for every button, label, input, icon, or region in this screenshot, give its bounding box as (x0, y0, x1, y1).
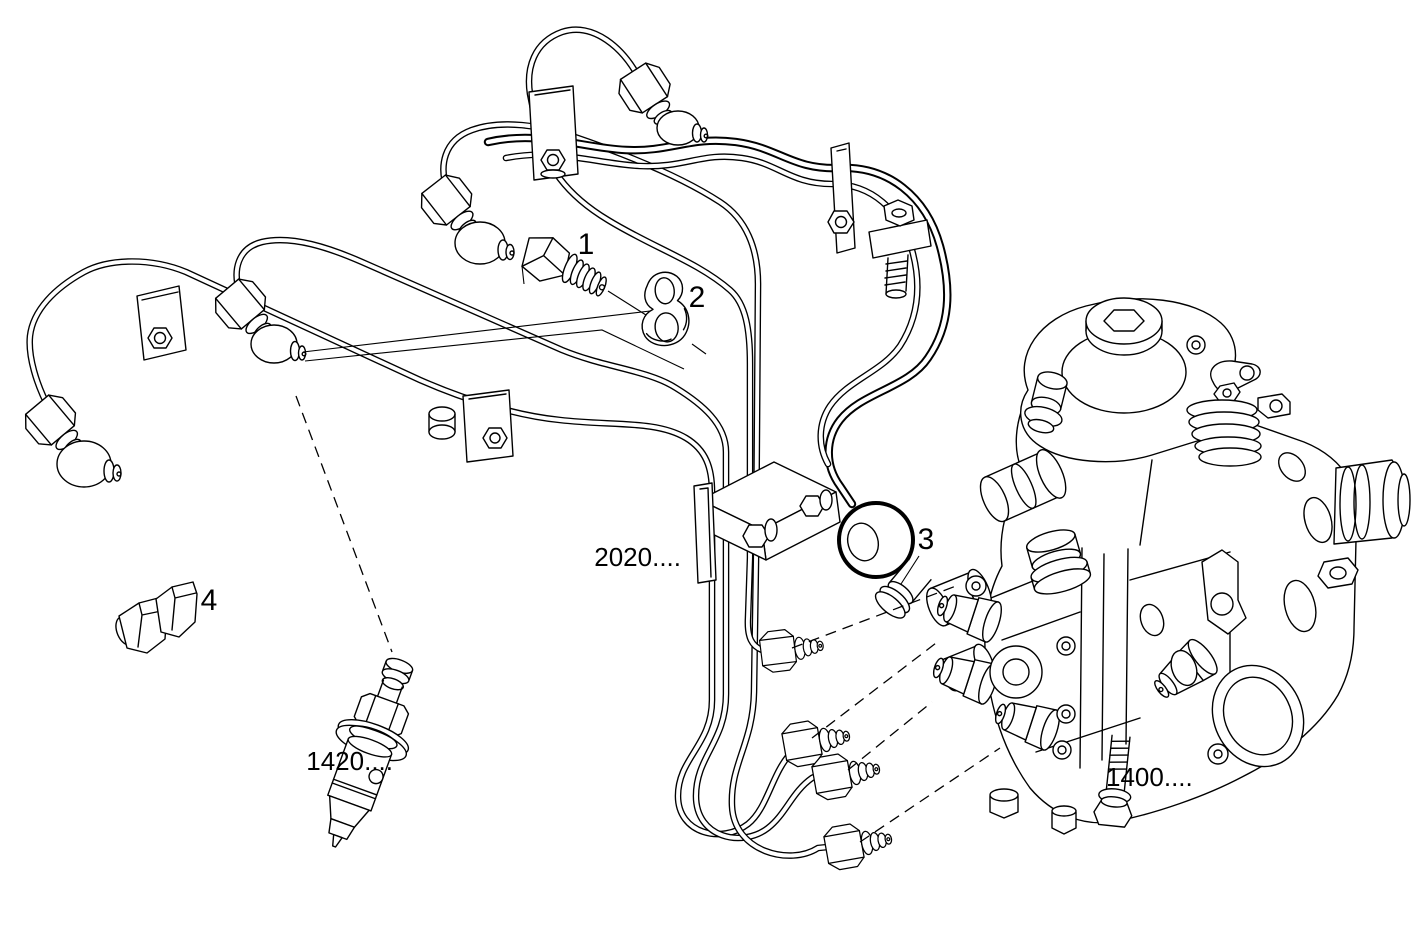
pipe-clamp-left (136, 285, 187, 361)
part-number-injector: 1420.... (306, 746, 393, 776)
banjo-fitting-part (837, 501, 932, 619)
part-number-pipe-group: 2020.... (594, 542, 681, 572)
injector-union-nuts (18, 57, 709, 488)
diagram-labels: 1 2 3 4 2020.... 1420.... 1400.... (201, 228, 1193, 792)
pump-side-pipe-nuts (758, 624, 896, 873)
pipe-clamp-middle (428, 389, 514, 463)
assembly-dashed-lines (295, 395, 1001, 843)
pipe-holder-clamp-2020 (693, 461, 841, 584)
callout-1-label: 1 (578, 228, 595, 261)
fuel-injector (327, 657, 414, 848)
part-number-pump: 1400.... (1106, 762, 1193, 792)
leader-lines (302, 265, 920, 585)
callout-2-label: 2 (689, 281, 706, 314)
support-bracket-stud (868, 199, 932, 299)
union-bolt-part (521, 237, 607, 297)
callout-3-label: 3 (918, 523, 935, 556)
callout-4-label: 4 (201, 584, 218, 617)
clamp-part (115, 581, 198, 654)
high-pressure-pipes (26, 26, 952, 859)
injection-pump (925, 297, 1411, 835)
pipe-clamp-top (528, 85, 579, 181)
eye-clamp-part (641, 271, 690, 347)
pipe-clamp-right (827, 142, 856, 254)
